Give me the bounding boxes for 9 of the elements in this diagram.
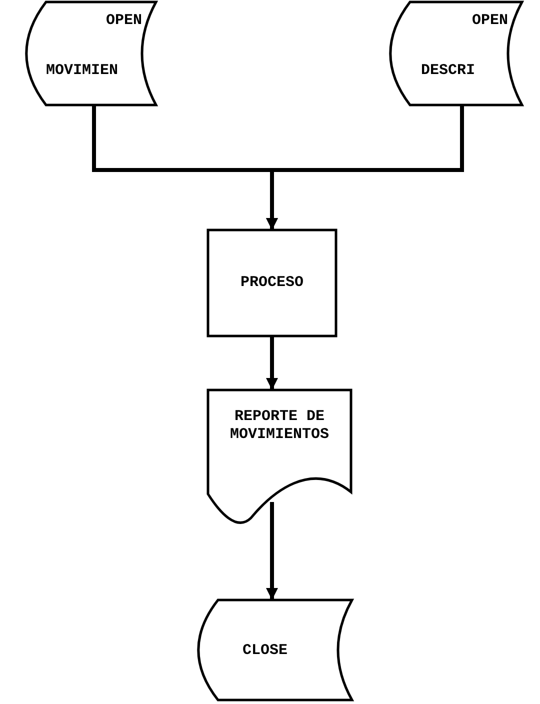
- arrow: [266, 502, 278, 600]
- node-label: REPORTE DE MOVIMIENTOS: [228, 408, 330, 444]
- node-label: OPEN: [104, 12, 143, 30]
- node-label: PROCESO: [239, 274, 304, 292]
- node-label: MOVIMIEN: [44, 62, 119, 80]
- node-label: CLOSE: [241, 642, 288, 660]
- node-label: OPEN: [470, 12, 509, 30]
- arrow: [266, 336, 278, 390]
- node-label: DESCRI: [420, 62, 476, 80]
